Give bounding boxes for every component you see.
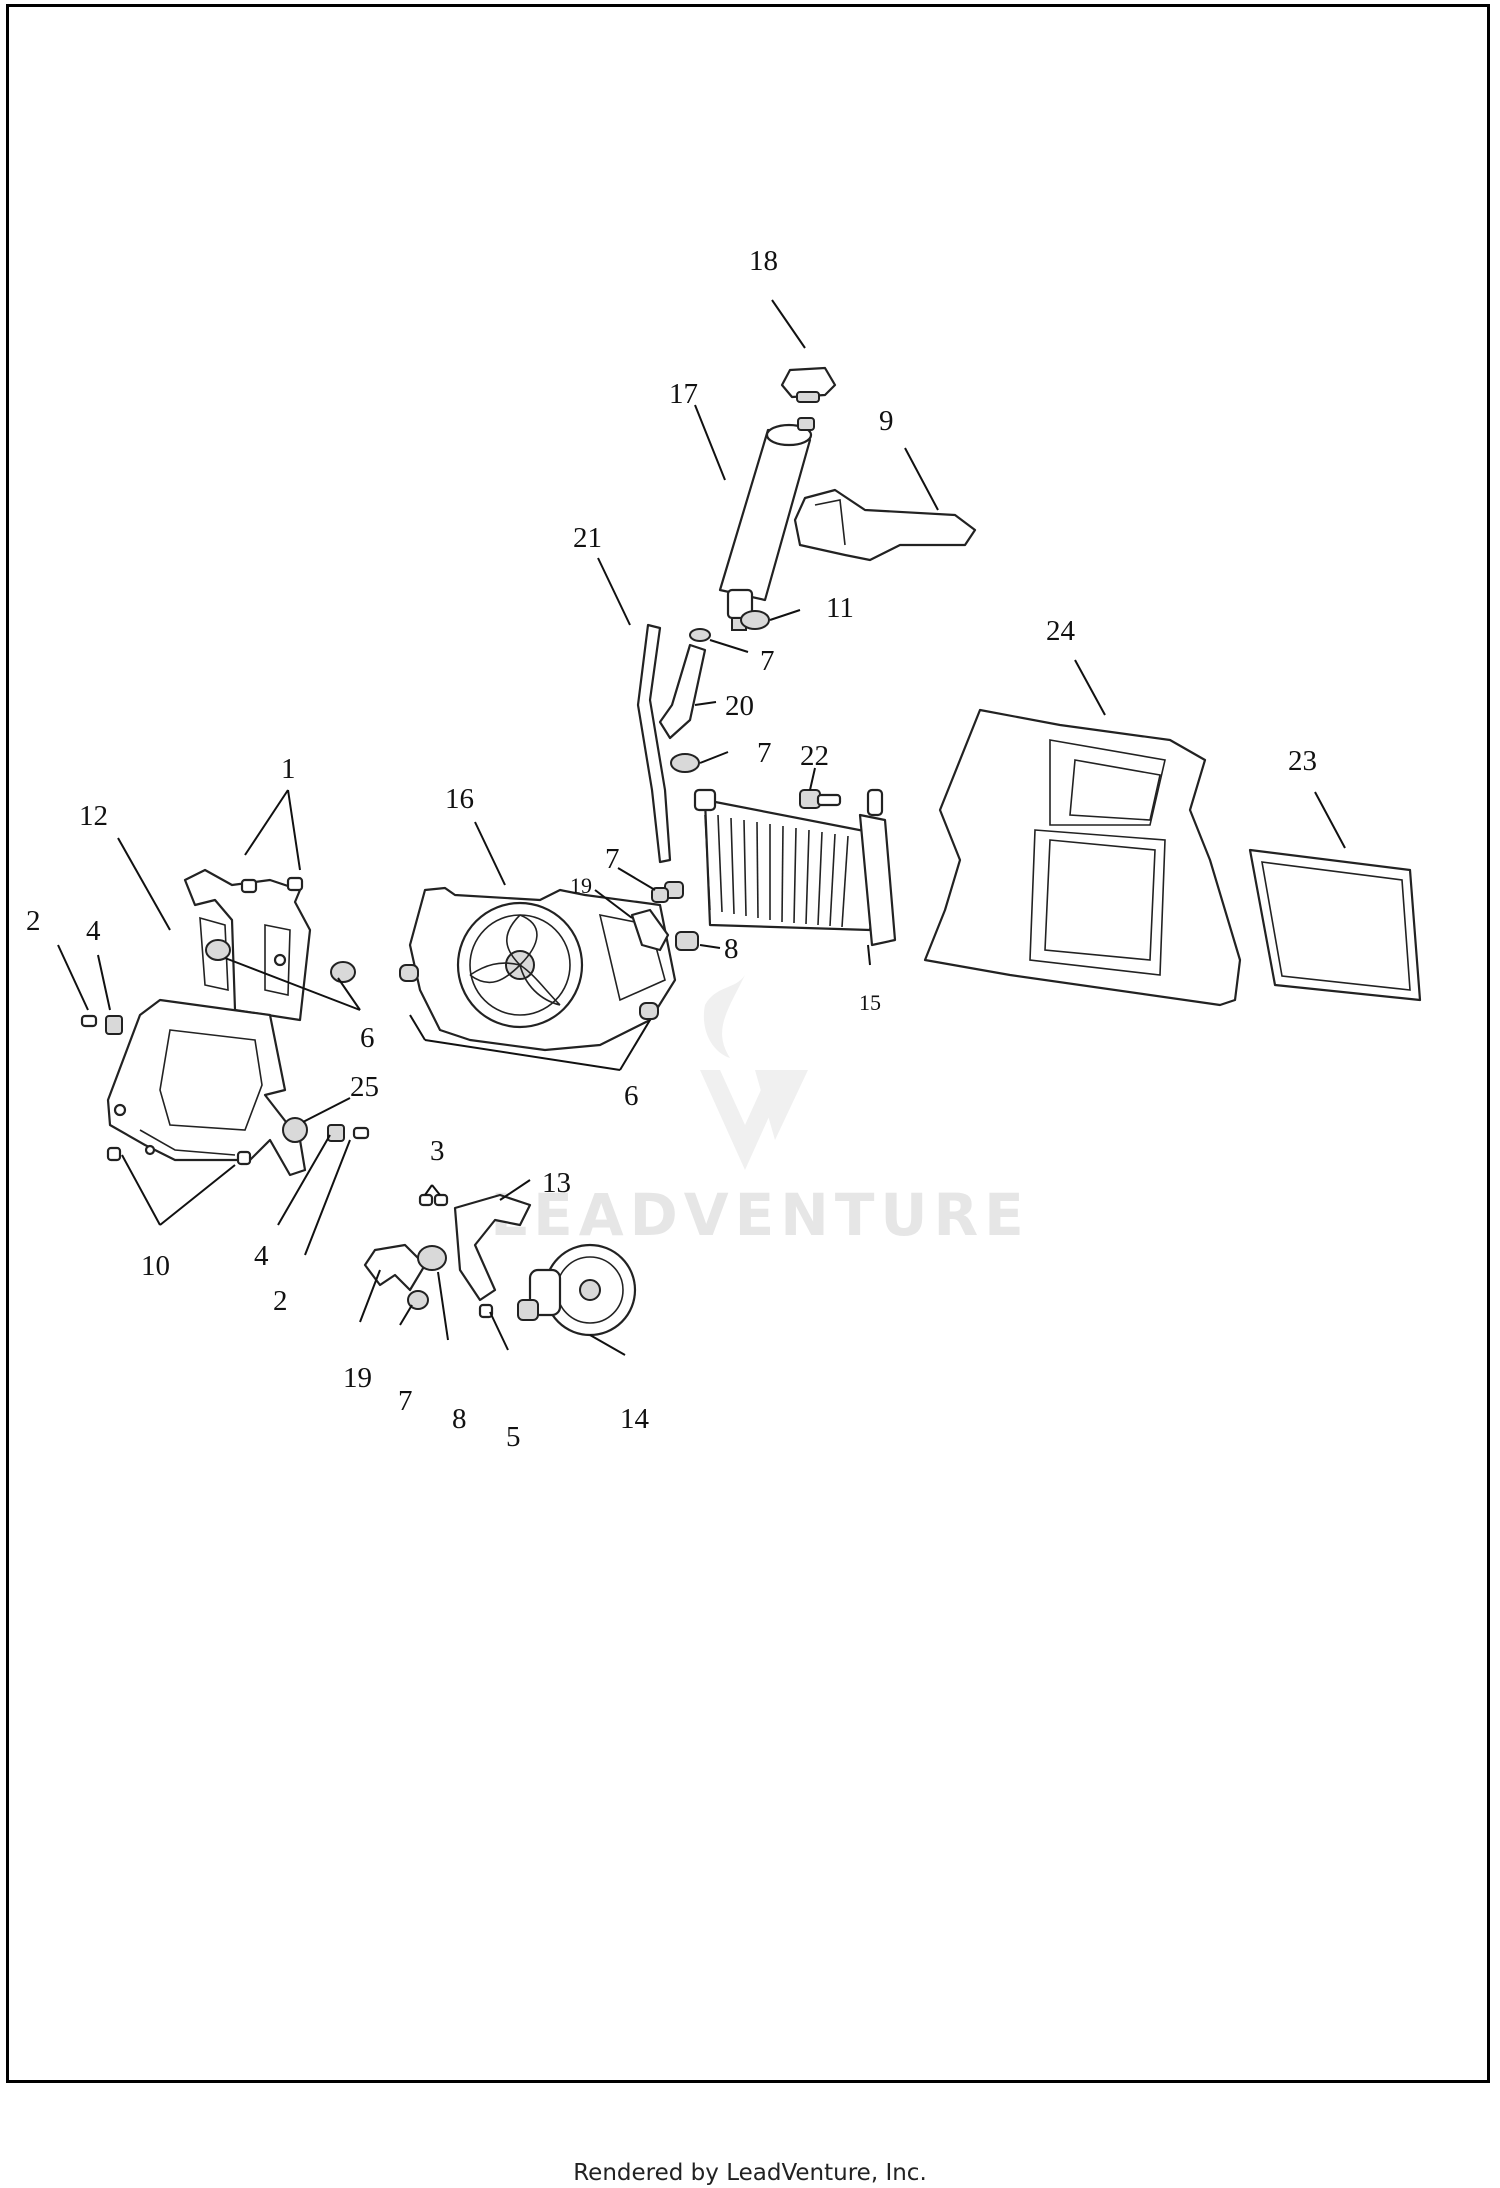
reservoir-cap [780, 366, 837, 403]
callout-25: 25 [350, 1071, 379, 1103]
callout-14: 14 [620, 1403, 650, 1435]
screen-panel [1248, 848, 1422, 1002]
callout-16: 16 [445, 783, 474, 815]
callout-12: 12 [79, 800, 108, 832]
callout-7c: 7 [760, 645, 775, 677]
clamp-7-lower [407, 1290, 429, 1310]
hose-clamp-bottom [670, 753, 700, 773]
reservoir-strap [793, 488, 977, 562]
callout-3: 3 [430, 1135, 445, 1167]
fasteners-left-group [80, 876, 370, 1166]
pump-bracket [418, 1193, 532, 1302]
callout-8b: 8 [724, 933, 739, 965]
callout-23: 23 [1288, 745, 1317, 777]
overflow-tube [636, 623, 672, 864]
callout-2b: 2 [273, 1285, 288, 1317]
clamp-ring [740, 610, 770, 630]
callout-4b: 4 [254, 1240, 269, 1272]
watermark [700, 975, 808, 1170]
callout-4: 4 [86, 915, 101, 947]
callout-10: 10 [141, 1250, 170, 1282]
hose-upper [658, 643, 707, 740]
coolant-reservoir [718, 417, 815, 631]
hose-lower [363, 1243, 427, 1292]
callout-8: 8 [452, 1403, 467, 1435]
clamp-8-lower [417, 1245, 447, 1271]
callout-13: 13 [542, 1167, 571, 1199]
callout-1: 1 [281, 753, 296, 785]
callout-7d: 7 [757, 737, 772, 769]
callout-9: 9 [879, 405, 894, 437]
mounting-bracket-upper [183, 868, 312, 1022]
callout-17: 17 [669, 378, 698, 410]
callout-19b: 19 [570, 873, 592, 898]
callout-20: 20 [725, 690, 754, 722]
callout-labels: 1 2 4 12 6 25 10 4 2 3 13 19 7 8 5 14 16… [26, 245, 1317, 1453]
callout-11: 11 [826, 592, 854, 624]
callout-15: 15 [859, 990, 881, 1015]
hose-clamp-top [689, 628, 711, 642]
callout-18: 18 [749, 245, 778, 277]
fan-shroud [399, 886, 677, 1052]
diagram-frame [6, 4, 1490, 2083]
callout-6: 6 [360, 1022, 375, 1054]
callout-24: 24 [1046, 615, 1076, 647]
clamp-small-right [651, 887, 669, 903]
callout-6b: 6 [624, 1080, 639, 1112]
mounting-bracket-lower [106, 998, 307, 1177]
callout-5: 5 [506, 1421, 521, 1453]
clamp-8-right [675, 931, 699, 951]
callout-21: 21 [573, 522, 602, 554]
leader-lines [57, 299, 1346, 1356]
hose-small-right [630, 908, 670, 952]
callout-7: 7 [398, 1385, 413, 1417]
radiator-housing [923, 708, 1242, 1007]
radiator [664, 788, 897, 947]
temperature-sensor [799, 789, 842, 809]
footer-credit: Rendered by LeadVenture, Inc. [573, 2160, 927, 2186]
water-pump [517, 1243, 637, 1337]
callout-22: 22 [800, 740, 829, 772]
watermark-text: LEADVENTURE [490, 1181, 1030, 1249]
callout-19: 19 [343, 1362, 372, 1394]
callout-7b: 7 [605, 843, 620, 875]
callout-2: 2 [26, 905, 41, 937]
screw-5 [478, 1303, 494, 1319]
